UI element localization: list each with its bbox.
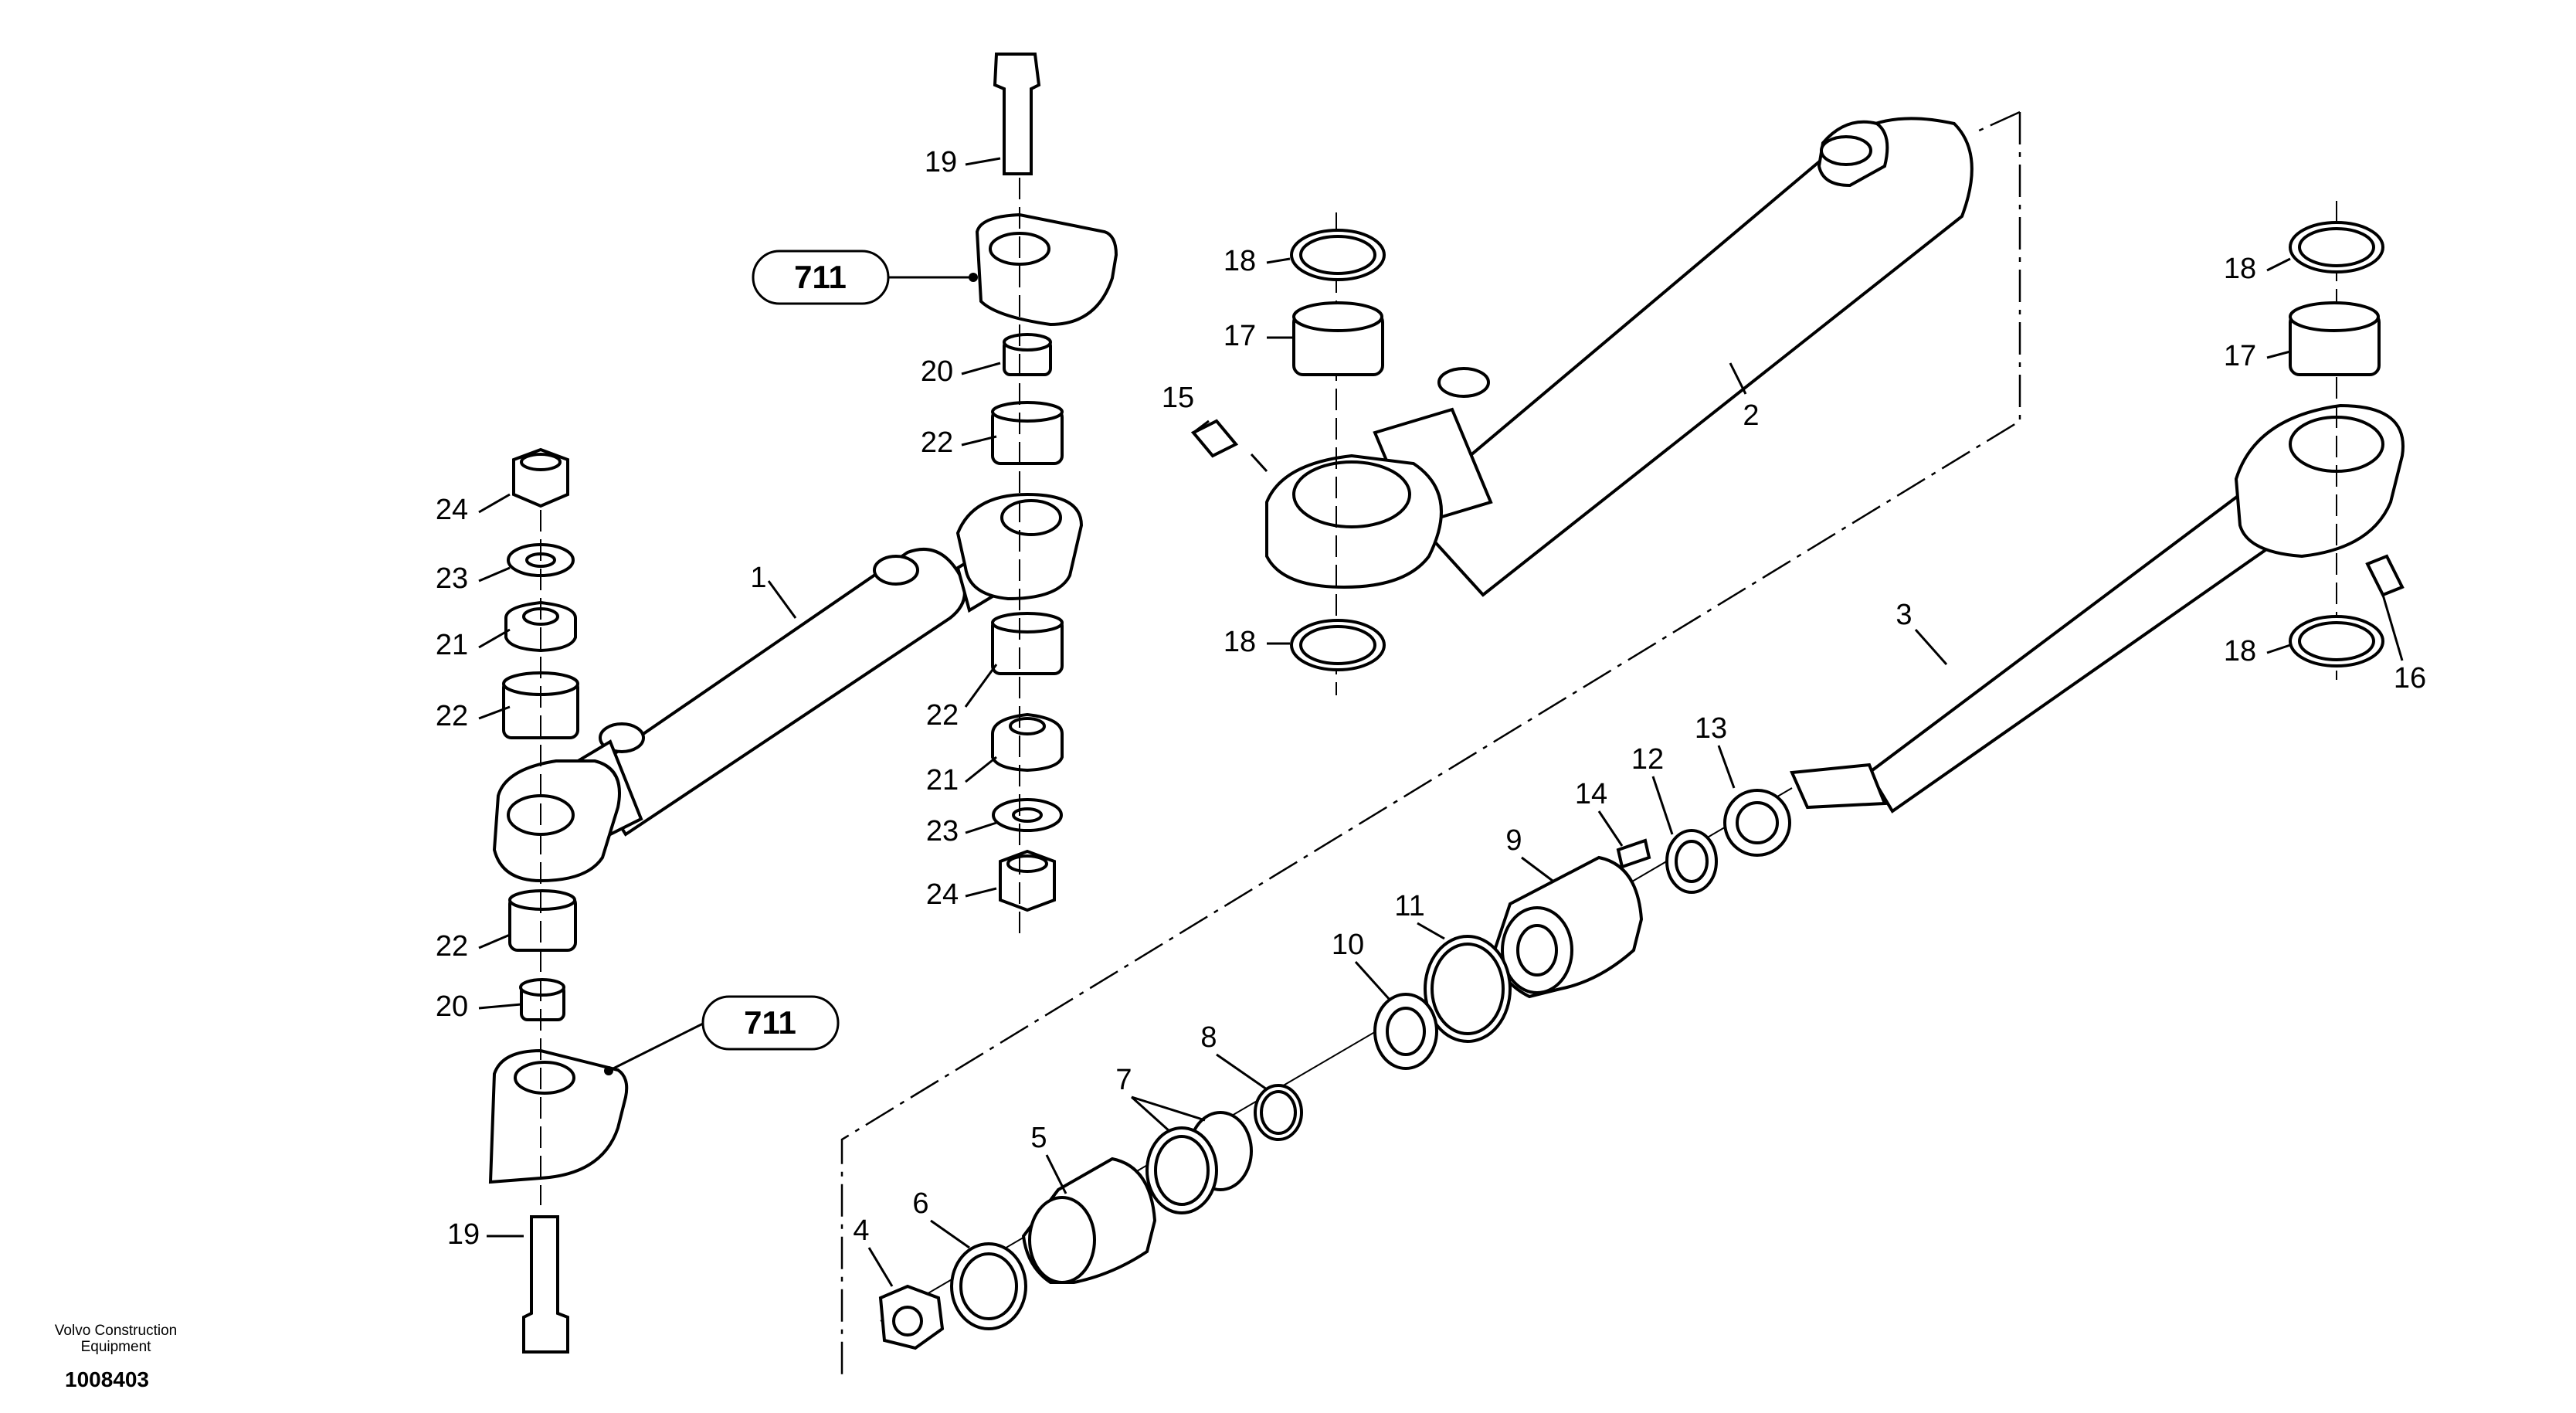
callout-17-a: 17: [1224, 320, 1256, 352]
callout-10: 10: [1332, 929, 1364, 961]
callout-23-right: 23: [926, 815, 959, 847]
ref-711-lower-frame: [701, 995, 840, 1051]
callout-24-right: 24: [926, 878, 959, 911]
callout-leaders: [478, 157, 2404, 1287]
piston-group: [878, 787, 1793, 1350]
ref-711-upper-text: 711: [794, 259, 847, 295]
callout-14: 14: [1575, 778, 1607, 810]
ref-711-upper[interactable]: 711: [752, 250, 978, 305]
callout-numbers: 19 20 22 24 23 21 22 1 22 21 23 24 22 20…: [436, 146, 2426, 1251]
callout-17-b: 17: [2224, 340, 2256, 372]
callout-19-lower: 19: [447, 1218, 480, 1251]
callout-12: 12: [1631, 743, 1664, 776]
callout-18-d: 18: [2224, 635, 2256, 667]
callout-11: 11: [1394, 890, 1424, 922]
callout-9: 9: [1505, 824, 1522, 857]
callout-16: 16: [2394, 662, 2426, 695]
callout-20-top: 20: [921, 355, 953, 388]
footer-brand: Volvo Construction Equipment: [54, 1323, 178, 1355]
fitting-15: [1190, 419, 1239, 458]
callout-18-c: 18: [2224, 253, 2256, 285]
cyl2-end-parts: [1190, 229, 1386, 671]
callout-22-right: 22: [926, 699, 959, 732]
cylinder-tube-2: [1265, 117, 1974, 597]
callout-22-lower: 22: [436, 930, 468, 963]
callout-1: 1: [750, 562, 766, 594]
callout-3: 3: [1896, 599, 1912, 631]
callout-19-top: 19: [925, 146, 957, 178]
assembly-boundary: [840, 110, 2021, 1375]
bracket-711-top: [975, 212, 1118, 327]
callout-18-a: 18: [1224, 245, 1256, 277]
callout-23-left: 23: [436, 562, 468, 595]
cylinder-1: [492, 492, 1084, 883]
rod-end-parts: [2289, 221, 2384, 667]
callout-2: 2: [1743, 399, 1759, 432]
bolt-19-lower: [522, 1215, 569, 1354]
callout-7: 7: [1115, 1064, 1132, 1096]
ref-711-lower[interactable]: 711: [604, 995, 840, 1075]
screw-14: [1616, 838, 1651, 869]
callout-21-right: 21: [926, 764, 959, 797]
callout-22-left: 22: [436, 700, 468, 732]
callout-5: 5: [1030, 1122, 1047, 1154]
callout-22-a: 22: [921, 426, 953, 459]
callout-24-left: 24: [436, 494, 468, 526]
callout-15: 15: [1162, 382, 1194, 414]
callout-4: 4: [853, 1214, 869, 1247]
footer-drawing-number: 1008403: [65, 1367, 150, 1391]
callout-20-lower: 20: [436, 990, 468, 1023]
bolt-19-top: [993, 53, 1041, 175]
callout-8: 8: [1200, 1021, 1217, 1054]
left-stack-parts: [488, 53, 1118, 1354]
ref-711-lower-text: 711: [744, 1004, 796, 1041]
callout-13: 13: [1695, 712, 1727, 745]
port-top: [873, 555, 919, 586]
fitting-16: [2365, 554, 2405, 597]
callout-18-b: 18: [1224, 626, 1256, 658]
piston-rod-3: [1790, 403, 2405, 813]
callout-6: 6: [912, 1187, 928, 1220]
callout-21-left: 21: [436, 629, 468, 661]
